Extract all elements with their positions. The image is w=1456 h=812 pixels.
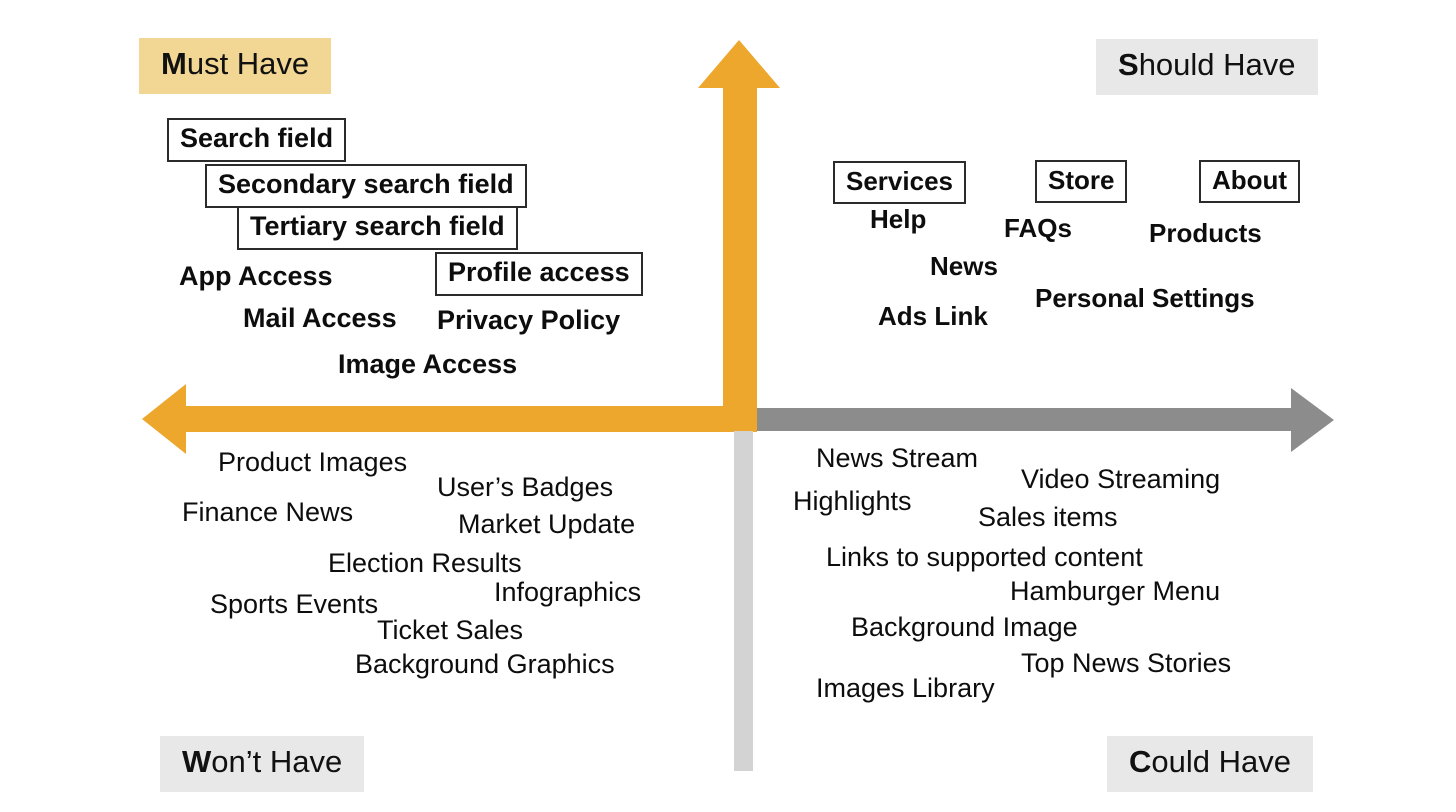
axis-vertical-upper — [723, 78, 757, 422]
feature-label[interactable]: Election Results — [328, 548, 522, 578]
feature-label[interactable]: Background Graphics — [355, 649, 615, 679]
feature-label[interactable]: Image Access — [338, 349, 518, 379]
feature-label[interactable]: FAQs — [1004, 213, 1072, 243]
quadrant-label-must-have: Must Have — [139, 38, 332, 95]
feature-label[interactable]: Background Image — [851, 612, 1078, 642]
feature-label[interactable]: News — [930, 251, 998, 281]
quadrant-rest-should: hould Have — [1138, 47, 1296, 82]
feature-chip[interactable]: Tertiary search field — [237, 206, 518, 250]
axis-arrow-left-icon — [142, 384, 186, 454]
quadrant-rest-could: ould Have — [1151, 744, 1291, 779]
feature-chip[interactable]: Store — [1035, 160, 1128, 203]
feature-chip[interactable]: Profile access — [435, 252, 643, 296]
feature-label[interactable]: User’s Badges — [437, 472, 614, 502]
quadrant-initial-wont: W — [182, 744, 212, 779]
quadrant-rest-must: ust Have — [186, 46, 310, 81]
feature-label[interactable]: Sales items — [978, 502, 1118, 532]
feature-label[interactable]: Personal Settings — [1035, 283, 1255, 313]
feature-label[interactable]: App Access — [179, 261, 333, 291]
feature-label[interactable]: Product Images — [218, 447, 408, 477]
feature-label[interactable]: Products — [1149, 218, 1262, 248]
axis-horizontal-right — [757, 408, 1292, 431]
feature-label[interactable]: Links to supported content — [826, 542, 1143, 572]
feature-label[interactable]: Help — [870, 204, 927, 234]
feature-label[interactable]: Sports Events — [210, 589, 379, 619]
feature-label[interactable]: Infographics — [494, 577, 642, 607]
axis-arrow-right-icon — [1291, 388, 1334, 452]
feature-chip[interactable]: Search field — [167, 118, 347, 162]
quadrant-initial-could: C — [1129, 744, 1152, 779]
feature-label[interactable]: Privacy Policy — [437, 305, 621, 335]
feature-label[interactable]: Top News Stories — [1021, 648, 1232, 678]
feature-label[interactable]: Ticket Sales — [377, 615, 524, 645]
feature-label[interactable]: Market Update — [458, 509, 636, 539]
quadrant-initial-must: M — [161, 46, 187, 81]
feature-chip[interactable]: Services — [833, 161, 966, 204]
feature-label[interactable]: Video Streaming — [1021, 464, 1221, 494]
quadrant-label-could-have: Could Have — [1107, 736, 1313, 793]
feature-label[interactable]: Finance News — [182, 497, 354, 527]
feature-label[interactable]: Mail Access — [243, 303, 397, 333]
feature-chip[interactable]: About — [1199, 160, 1301, 203]
feature-chip[interactable]: Secondary search field — [205, 164, 527, 208]
quadrant-rest-wont: on’t Have — [211, 744, 343, 779]
axis-vertical-lower — [734, 431, 753, 771]
feature-label[interactable]: Images Library — [816, 673, 995, 703]
feature-label[interactable]: Ads Link — [878, 301, 988, 331]
quadrant-initial-should: S — [1118, 47, 1139, 82]
feature-label[interactable]: News Stream — [816, 443, 979, 473]
feature-label[interactable]: Highlights — [793, 486, 912, 516]
quadrant-label-wont-have: Won’t Have — [160, 736, 365, 793]
axis-horizontal-left — [184, 406, 757, 432]
quadrant-label-should-have: Should Have — [1096, 39, 1318, 96]
feature-label[interactable]: Hamburger Menu — [1010, 576, 1221, 606]
